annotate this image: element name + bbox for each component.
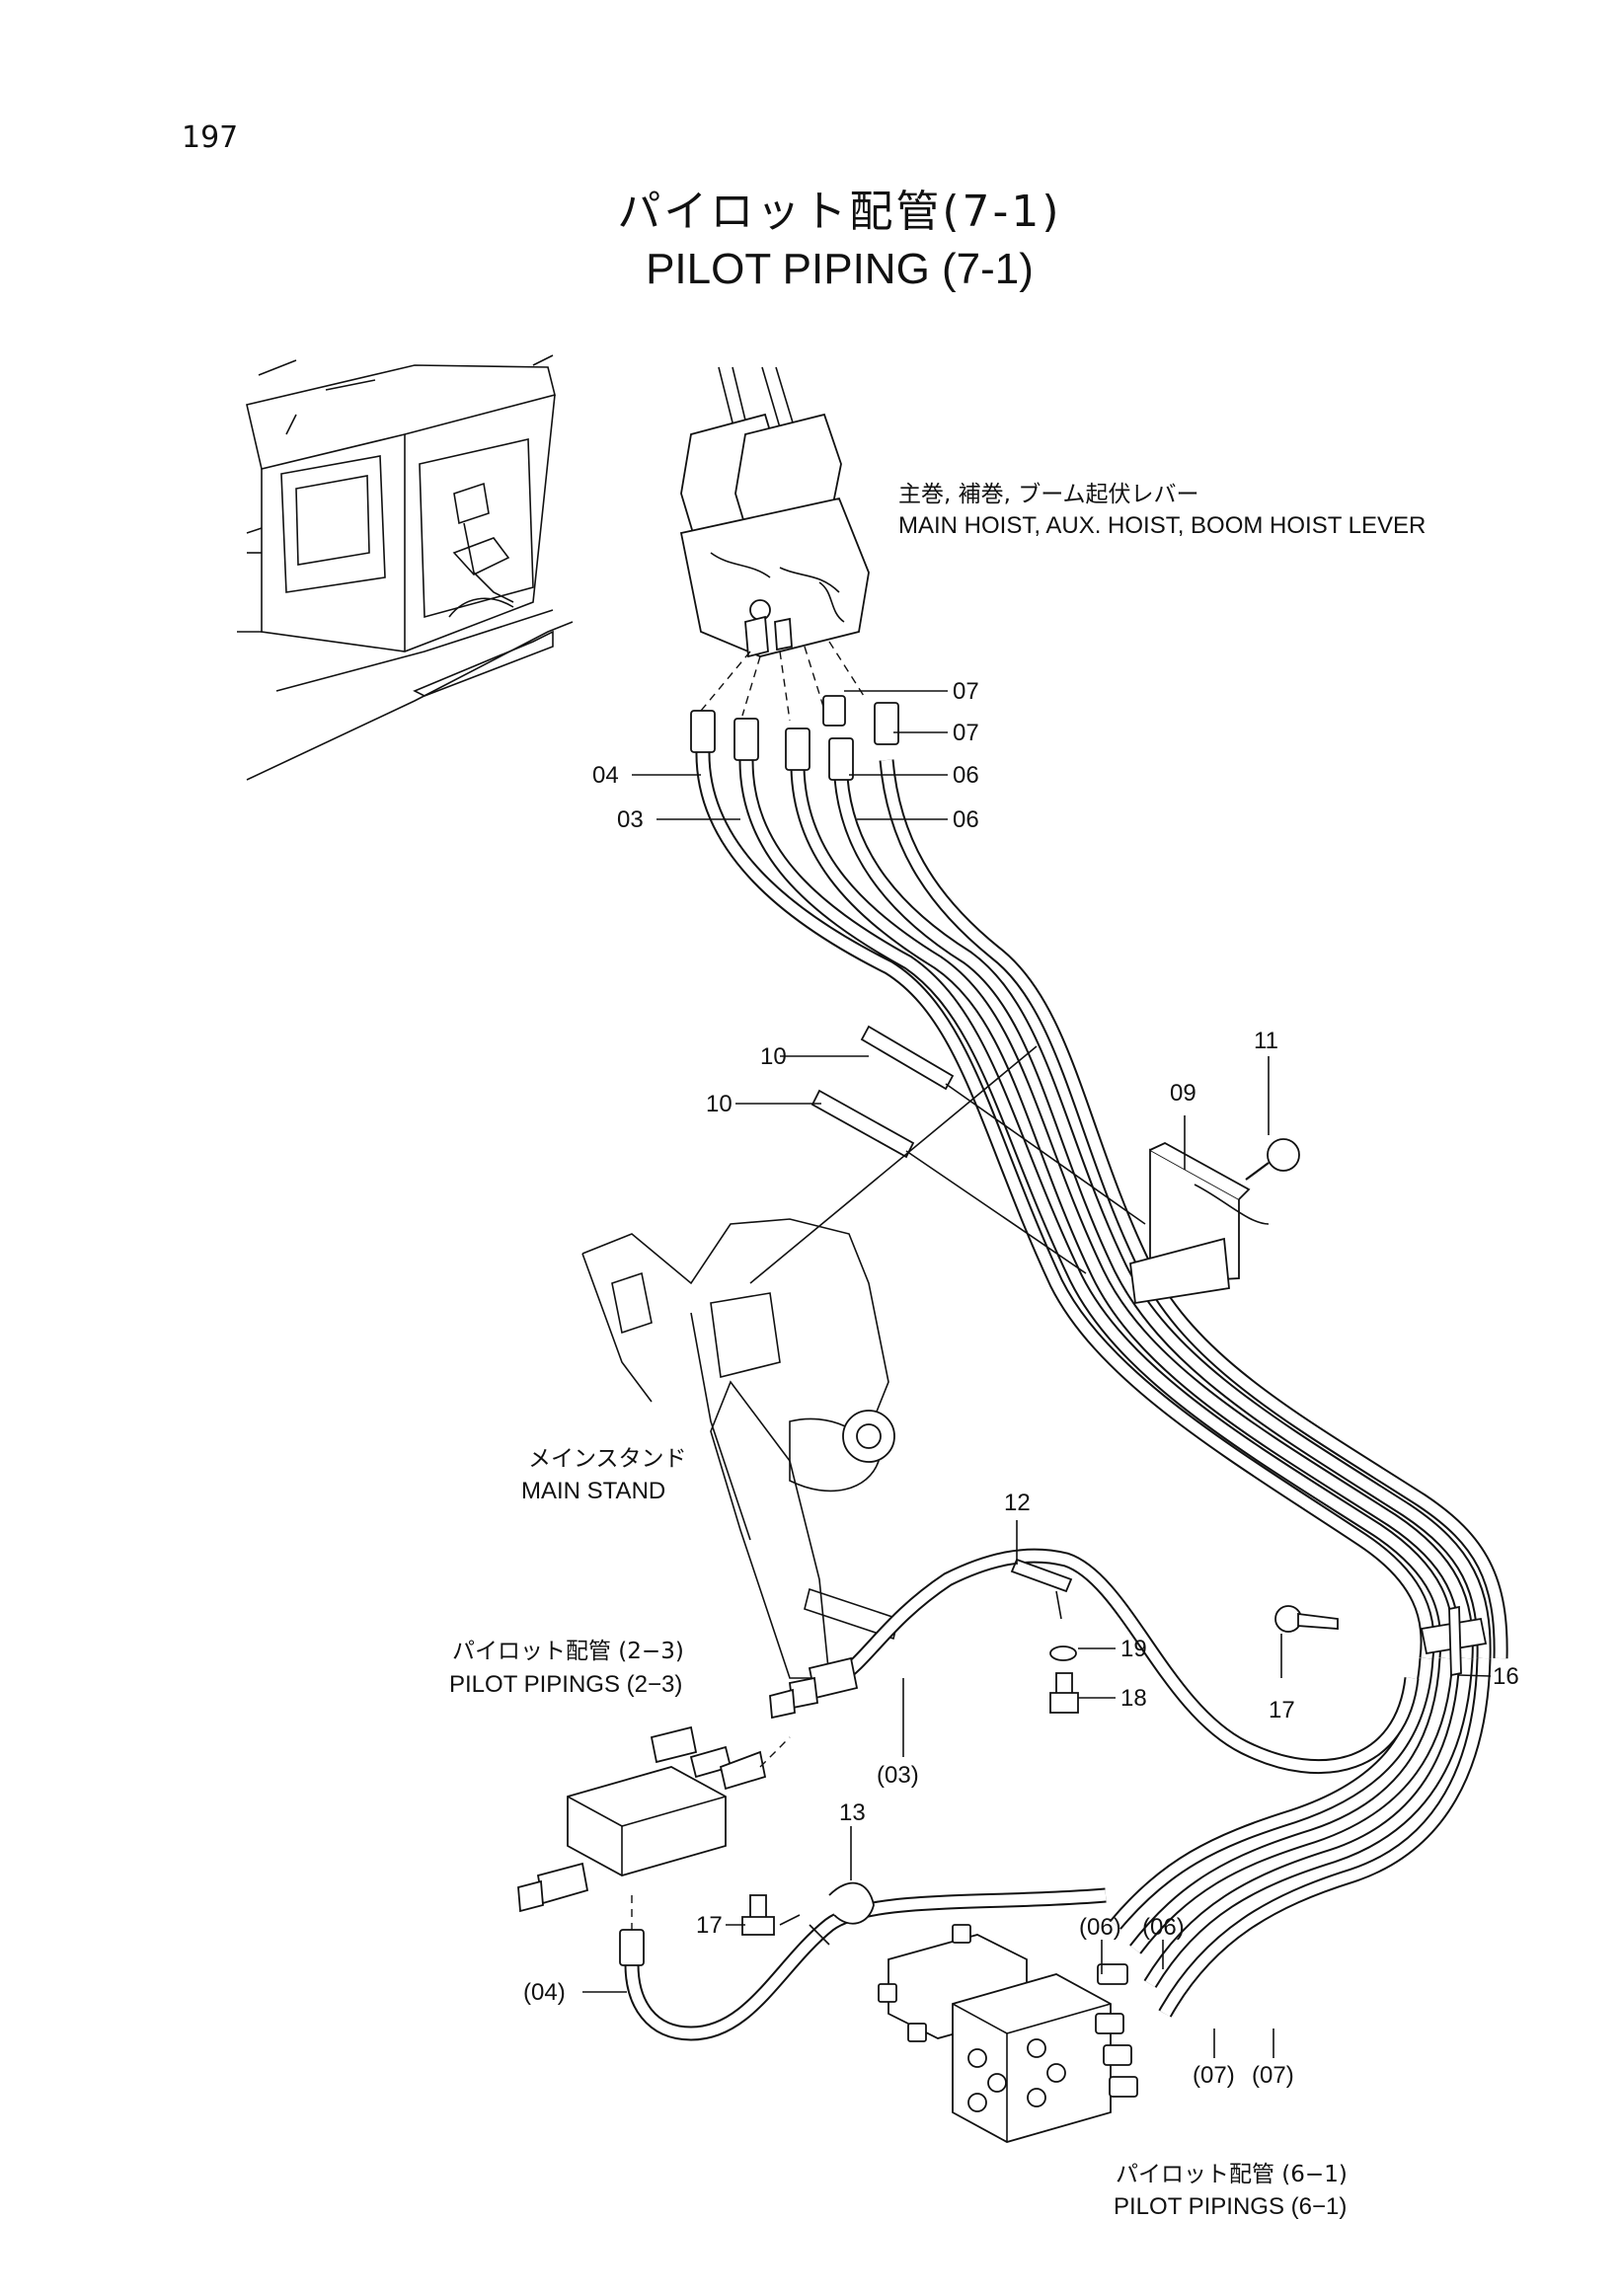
right-control-valves — [878, 1924, 1138, 2143]
part-17-lower: 17 — [696, 1912, 723, 1939]
hose-03-end-fitting — [769, 1656, 859, 1720]
pipings-23-label-jp: パイロット配管 (2−3) — [452, 1639, 684, 1664]
part-18: 18 — [1120, 1685, 1147, 1712]
part-09: 09 — [1170, 1080, 1196, 1107]
main-stand-sketch — [581, 1045, 1038, 1679]
part-11: 11 — [1254, 1028, 1278, 1054]
bracket-and-bolt — [1129, 1138, 1300, 1305]
clamp-16 — [1420, 1605, 1488, 1677]
lever-label-en: MAIN HOIST, AUX. HOIST, BOOM HOIST LEVER — [898, 512, 1426, 539]
part-10-b: 10 — [706, 1091, 733, 1117]
part-07-a: 07 — [953, 678, 979, 705]
title-japanese: パイロット配管(7-1) — [617, 187, 1062, 237]
lever-label-jp: 主巻, 補巻, ブーム起伏レバー — [898, 482, 1199, 507]
part-06-ref-a: (06) — [1079, 1914, 1121, 1941]
leader-lines — [582, 690, 1492, 2058]
clamp-12-set — [1010, 1558, 1079, 1714]
part-06-b: 06 — [953, 806, 979, 833]
valve-port-centerlines — [700, 641, 865, 727]
part-03: 03 — [617, 806, 644, 833]
part-16: 16 — [1493, 1663, 1519, 1690]
bolt-17-upper — [1274, 1605, 1339, 1633]
part-07-ref-a: (07) — [1193, 2062, 1235, 2089]
part-13: 13 — [839, 1799, 866, 1826]
part-04-ref: (04) — [523, 1979, 566, 2006]
pipings-61-label-en: PILOT PIPINGS (6−1) — [1114, 2193, 1347, 2220]
part-06-a: 06 — [953, 762, 979, 789]
part-07-b: 07 — [953, 720, 979, 746]
pipings-61-label-jp: パイロット配管 (6−1) — [1116, 2162, 1348, 2187]
part-07-ref-b: (07) — [1252, 2062, 1294, 2089]
part-06-ref-b: (06) — [1142, 1914, 1185, 1941]
main-stand-label-en: MAIN STAND — [521, 1478, 665, 1504]
pipings-23-label-en: PILOT PIPINGS (2−3) — [449, 1671, 682, 1698]
annotation-labels: 主巻, 補巻, ブーム起伏レバー MAIN HOIST, AUX. HOIST,… — [449, 482, 1426, 2220]
page-number: 197 — [182, 120, 239, 155]
part-04: 04 — [592, 762, 619, 789]
title-english: PILOT PIPING (7-1) — [646, 245, 1034, 293]
clamp-13-set — [741, 1881, 875, 1946]
part-10-a: 10 — [760, 1043, 787, 1070]
upper-hose-bundle — [695, 749, 1508, 1659]
upper-hose-fittings — [690, 695, 899, 781]
part-17-upper: 17 — [1269, 1697, 1295, 1723]
part-number-labels: 07 07 06 06 04 03 10 10 11 09 12 19 18 1… — [523, 678, 1519, 2089]
part-19: 19 — [1120, 1636, 1147, 1662]
protective-sleeves — [810, 1025, 1146, 1274]
part-12: 12 — [1004, 1490, 1031, 1516]
main-stand-label-jp: メインスタンド — [528, 1446, 687, 1472]
lower-hose-bundle — [624, 1548, 1492, 2041]
diagram-title: パイロット配管(7-1) PILOT PIPING (7-1) — [0, 176, 1620, 294]
machine-overview-sketch — [237, 354, 574, 781]
pilot-lever-assembly — [679, 366, 870, 658]
part-03-ref: (03) — [877, 1762, 919, 1789]
left-valve-block — [517, 1725, 791, 1966]
